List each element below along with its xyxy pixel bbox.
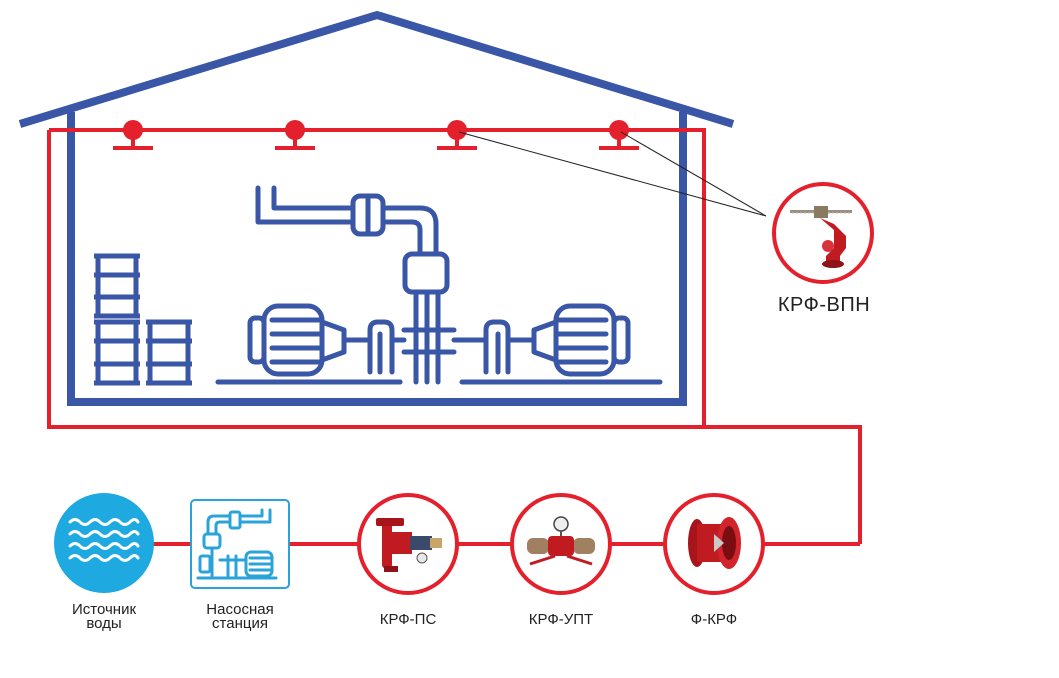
station-label-line1: Насосная (206, 601, 274, 618)
pump-unit (215, 185, 663, 385)
riser-valve (401, 251, 457, 385)
valve-upt-icon (527, 516, 595, 566)
sprinkler-4 (599, 120, 639, 150)
upt-label: КРФ-УПТ (528, 611, 594, 628)
fire-pipe (47, 128, 862, 546)
equipment-chain (54, 493, 765, 595)
sprinkler-3 (437, 120, 477, 150)
callout-lines (458, 131, 767, 217)
sprinkler-2 (275, 120, 315, 150)
sprinklers (113, 120, 639, 150)
f-label: Ф-КРФ (690, 611, 738, 628)
barrel-top (94, 253, 140, 319)
barrel-bottom-left (94, 319, 140, 386)
sprinkler-1 (113, 120, 153, 150)
pipe-to-ring (704, 425, 862, 544)
motor-right (451, 303, 631, 377)
f-krf-node (663, 493, 765, 595)
inlet-pipe (255, 185, 439, 257)
pump-station (190, 499, 290, 589)
station-label: Насосная станция (180, 601, 300, 632)
motor-left (247, 303, 407, 377)
source-label: Источник воды (44, 601, 164, 632)
vpn-callout (772, 182, 874, 284)
station-label-line2: станция (212, 615, 268, 632)
barrels (94, 253, 192, 386)
vpn-label: КРФ-ВПН (777, 294, 871, 316)
krf-ps-node (357, 493, 459, 595)
building (18, 10, 735, 406)
fire-monitor-icon (790, 206, 852, 268)
water-waves-icon (68, 518, 140, 562)
pump-station-icon (196, 508, 278, 580)
barrel-bottom-right (146, 319, 192, 386)
source-label-line1: Источник (71, 601, 137, 618)
flange-valve-icon (688, 517, 741, 569)
valve-ps-icon (376, 518, 442, 572)
krf-upt-node (510, 493, 612, 595)
ps-label: КРФ-ПС (379, 611, 437, 628)
water-source (54, 493, 154, 593)
building-roof (18, 10, 735, 128)
source-label-line2: воды (86, 615, 122, 632)
